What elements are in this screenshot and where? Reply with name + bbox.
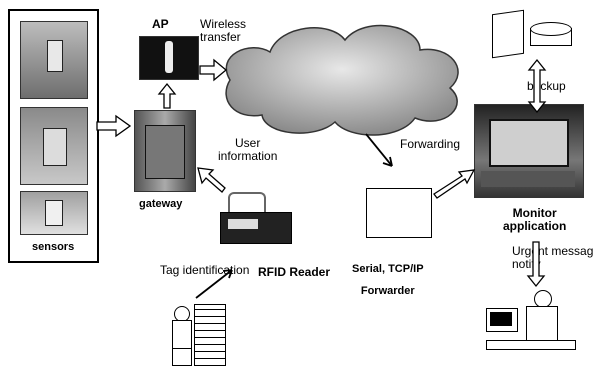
monitor-application-label: Monitor application (503, 206, 567, 233)
arrow-sensors-to-gateway (96, 114, 132, 138)
sensor-photo-2 (20, 107, 88, 185)
arrow-rfid-to-gateway (197, 167, 226, 193)
gateway-label: gateway (139, 198, 183, 210)
arrow-cloud-to-forwarder (365, 133, 393, 167)
rfid-reader-label: RFID Reader (258, 265, 331, 279)
serial-forwarder-label: Serial, TCP/IP Forwarder (352, 263, 424, 297)
sensor-photo-3 (20, 191, 88, 235)
gateway-photo (134, 110, 196, 192)
forwarding-label: Forwarding (400, 137, 461, 151)
arrow-monitor-to-operator (526, 241, 546, 288)
ap-label: AP (152, 17, 169, 31)
arrow-tag-to-rfid (195, 269, 233, 299)
ap-photo (139, 36, 199, 80)
backup-disk-icon (530, 22, 572, 48)
arrow-gateway-to-ap (157, 82, 177, 109)
sensors-label: sensors (32, 241, 75, 253)
librarian-image (168, 300, 228, 366)
sensor-photo-1 (20, 21, 88, 99)
forwarder-box (366, 188, 432, 238)
arrow-forwarder-to-monitor (433, 169, 476, 199)
wireless-transfer-label: Wireless transfer (200, 17, 247, 44)
sensors-panel: sensors (8, 9, 99, 263)
monitor-photo (474, 104, 584, 198)
arrow-ap-to-cloud (199, 58, 228, 82)
operator-image (486, 288, 576, 356)
user-information-label: User information (218, 136, 278, 163)
rfid-reader-device (220, 192, 292, 247)
arrow-backup-monitor (527, 58, 547, 114)
